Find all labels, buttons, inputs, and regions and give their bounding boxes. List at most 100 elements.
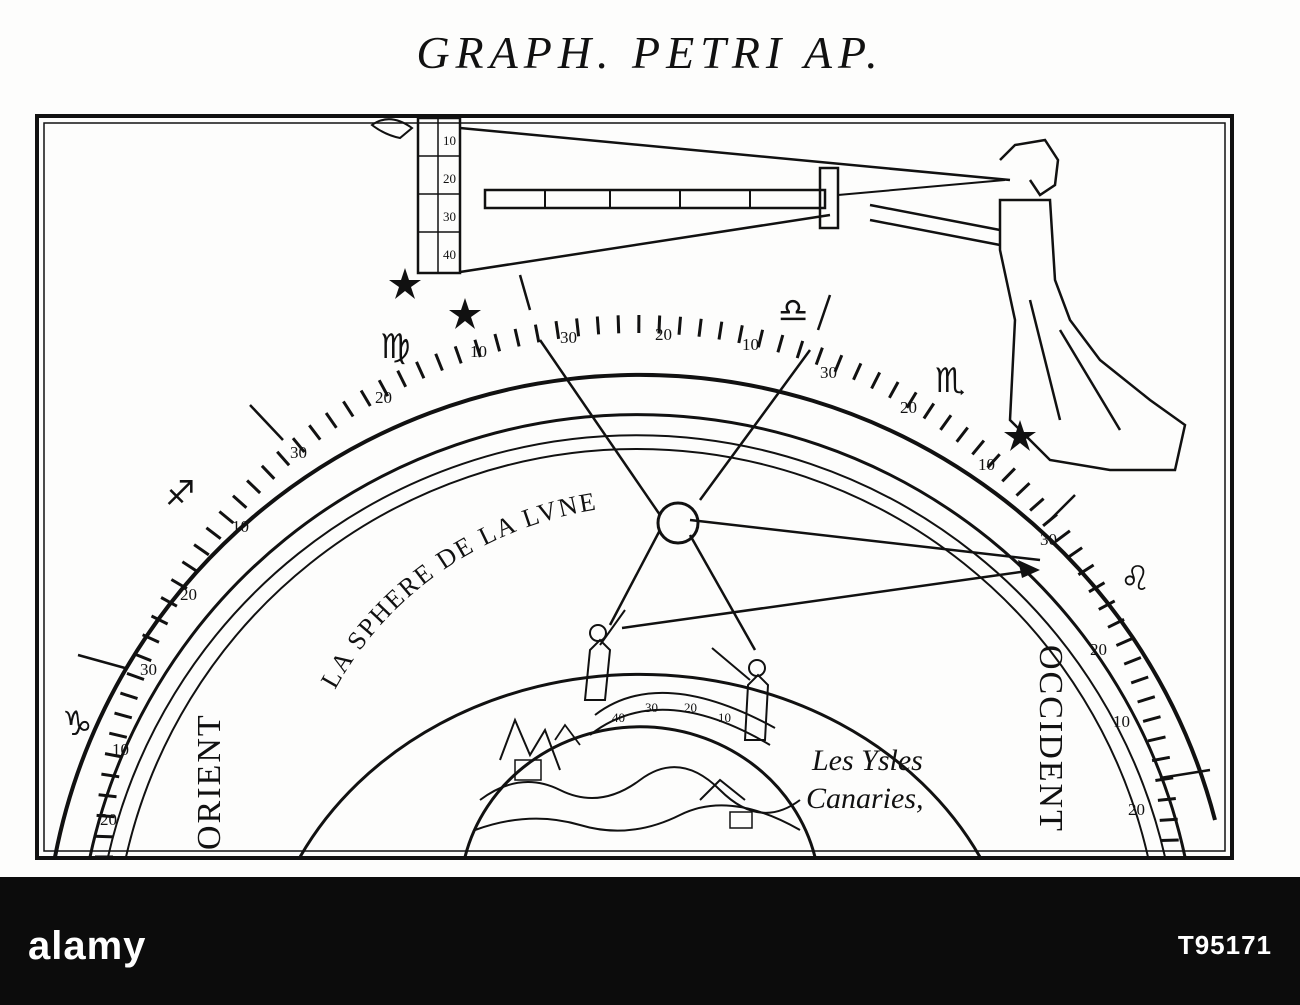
degree-tick	[1001, 467, 1016, 483]
degree-tick	[737, 325, 744, 344]
degree-tick	[108, 731, 128, 739]
stock-image-id: T95171	[1177, 930, 1272, 960]
degree-tick	[677, 316, 682, 335]
degree-tick	[776, 334, 785, 353]
degree-tick	[814, 347, 824, 366]
degree-tick	[657, 315, 662, 334]
degree-tick	[939, 414, 953, 431]
scale-right-10b: 10	[1113, 712, 1130, 731]
degree-tick	[101, 772, 120, 779]
degree-tick	[104, 752, 123, 759]
sagittarius-sign-icon: ♐	[165, 474, 195, 514]
degree-scale-inner	[125, 448, 1149, 858]
star-icon	[389, 268, 421, 299]
sight-lines	[538, 339, 1041, 651]
degree-tick	[1151, 755, 1171, 763]
observers	[583, 609, 770, 741]
degree-tick	[1029, 497, 1045, 512]
scale-top-20: 20	[655, 325, 672, 344]
stock-logo: alamy	[28, 924, 147, 968]
staff-sight-lines	[459, 126, 1011, 274]
outer-degree-scale: 20 10 30 20 10 30 20 10 30 20 10 30 20 1…	[100, 325, 1145, 829]
degree-tick	[986, 453, 1001, 469]
islands-label-line2: Canaries,	[806, 782, 924, 815]
degree-tick	[756, 329, 765, 348]
orient-label: ORIENT	[191, 713, 228, 850]
outer-zodiac-arc	[53, 372, 1217, 858]
degree-tick	[473, 339, 482, 358]
staff-scale-20: 20	[443, 171, 456, 186]
degree-tick	[1054, 529, 1071, 543]
degree-tick	[1155, 776, 1174, 782]
scale-right-20b: 20	[1090, 640, 1107, 659]
scale-top-30: 30	[560, 328, 577, 347]
staff-scale-30: 30	[443, 209, 456, 224]
scorpio-sign-icon: ♏	[935, 361, 965, 401]
scale-left-10: 10	[112, 740, 129, 759]
degree-ticks	[95, 314, 1179, 859]
virgo-sign-icon: ♍	[380, 327, 410, 367]
degree-tick	[575, 318, 581, 337]
degree-tick	[717, 321, 724, 340]
degree-tick	[1015, 482, 1031, 497]
degree-scale-outer	[107, 434, 1166, 858]
scale-right-10: 10	[978, 455, 995, 474]
zodiac-band-inner-arc	[88, 413, 1187, 858]
degree-tick	[359, 389, 372, 407]
degree-tick	[1115, 636, 1134, 647]
degree-tick	[554, 320, 561, 340]
scale-right-30: 30	[820, 363, 837, 382]
degree-tick	[276, 450, 291, 467]
degree-tick	[833, 354, 844, 373]
degree-tick	[181, 560, 199, 573]
degree-tick	[1107, 618, 1125, 629]
degree-tick	[95, 834, 114, 839]
degree-tick	[971, 439, 986, 456]
degree-tick	[1160, 838, 1179, 842]
degree-tick	[119, 691, 138, 701]
degree-tick	[1159, 817, 1178, 822]
degree-tick	[98, 793, 117, 799]
star-icon	[1004, 420, 1036, 451]
degree-tick	[1123, 656, 1142, 666]
degree-tick	[308, 424, 322, 441]
scale-left-20: 20	[100, 810, 117, 829]
frame-border	[35, 114, 1234, 860]
staff-scale-10: 10	[443, 133, 456, 148]
degree-tick	[870, 371, 882, 390]
vertical-staff: 10 20 30 40	[370, 116, 462, 275]
astronomer-figure	[869, 138, 1187, 472]
degree-tick	[888, 381, 900, 399]
degree-tick	[1098, 599, 1116, 611]
degree-tick	[160, 596, 178, 608]
degree-tick	[1130, 675, 1149, 685]
islands-label-line1: Les Ysles	[811, 744, 923, 777]
lunar-sphere-arc	[298, 672, 982, 858]
degree-tick	[1142, 715, 1161, 723]
degree-tick	[616, 315, 621, 334]
occident-label: OCCIDENT	[1032, 645, 1069, 833]
degree-tick	[697, 318, 703, 337]
degree-tick	[955, 426, 969, 443]
moon-icon	[656, 501, 700, 545]
earth-globe	[463, 691, 817, 858]
degree-tick	[533, 324, 541, 343]
degree-tick	[133, 652, 152, 663]
lunar-sphere-label: LA SPHERE DE LA LVNE	[315, 487, 599, 693]
scale-left-30: 30	[140, 660, 157, 679]
degree-tick	[260, 464, 276, 480]
arrowhead	[1018, 560, 1040, 578]
globe-scale-20: 20	[684, 700, 697, 715]
leo-sign-icon: ♌	[1120, 559, 1150, 599]
scale-top-10b: 10	[742, 335, 759, 354]
degree-tick	[396, 370, 408, 388]
degree-tick	[1088, 581, 1106, 594]
degree-tick	[342, 400, 355, 418]
degree-tick	[453, 345, 463, 364]
degree-tick	[246, 479, 262, 495]
scale-top-10: 10	[470, 342, 487, 361]
degree-tick	[96, 813, 115, 819]
degree-tick	[1066, 546, 1083, 560]
degree-tick	[114, 711, 133, 720]
